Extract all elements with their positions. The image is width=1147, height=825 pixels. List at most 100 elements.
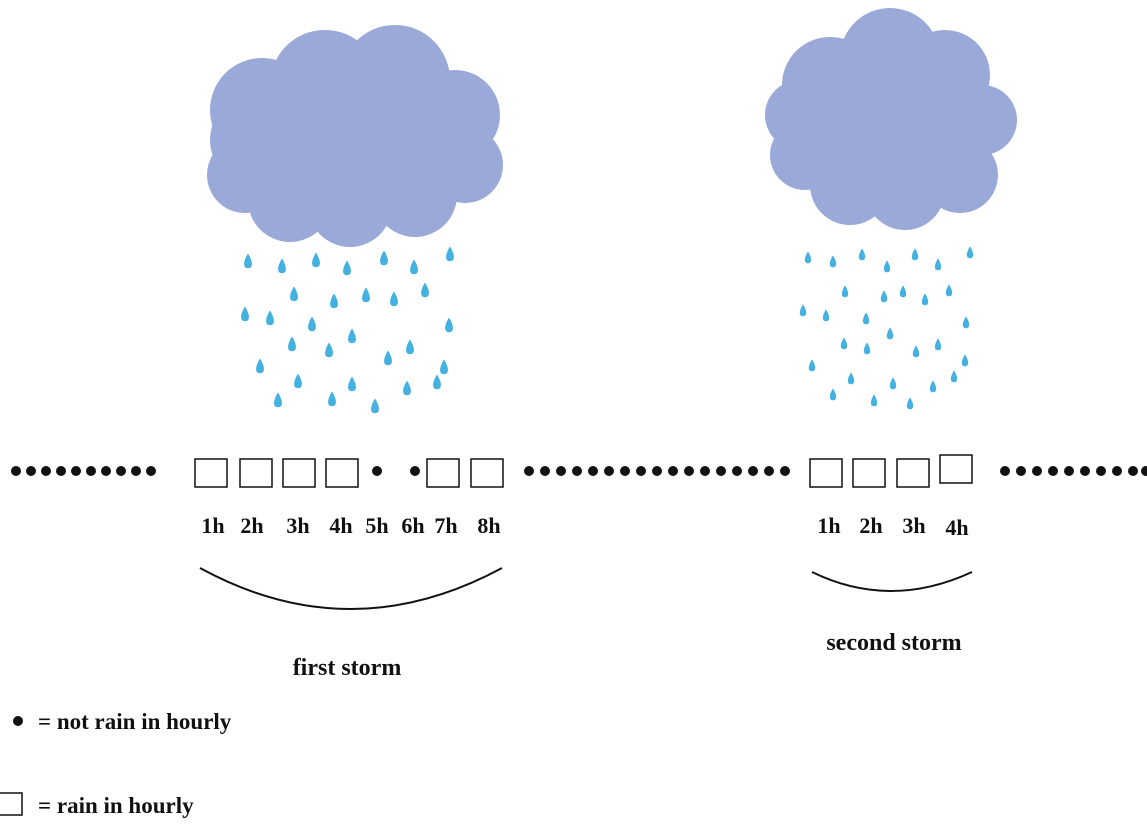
dry-hour-dot [41,466,51,476]
dry-hour-dot [101,466,111,476]
raindrop-icon [886,327,894,340]
raindrop-icon [433,374,441,390]
second-storm-hour-labels: 1h 2h 3h 4h [817,513,968,540]
raindrop-icon [290,286,298,302]
dry-hour-dot [780,466,790,476]
raindrop-icon [445,317,453,333]
raindrop-icon [440,359,448,375]
dry-hour-dot [26,466,36,476]
dry-hour-dot [764,466,774,476]
raindrop-icon [241,306,249,322]
hour-label: 5h [365,513,388,538]
raindrop-icon [348,376,356,392]
rain-hour-box [426,458,460,488]
first-storm-brace [199,567,503,610]
raindrop-icon [325,342,333,358]
dry-hour-dot [1064,466,1074,476]
dry-hour-dot [71,466,81,476]
raindrop-icon [403,380,411,396]
raindrop-icon [380,250,388,266]
hour-label: 4h [329,513,352,538]
raindrop-icon [266,310,274,326]
raindrop-icon [961,354,969,367]
legend: = not rain in hourly = rain in hourly [0,709,232,818]
dry-hour-dot [748,466,758,476]
timeline [11,454,1147,488]
dry-hour-dot [572,466,582,476]
raindrop-icon [950,370,958,383]
legend-rain-label: = rain in hourly [38,793,194,818]
rain-hour-box [852,458,886,488]
dry-hour-dot [524,466,534,476]
raindrop-icon [966,246,974,259]
raindrop-icon [911,248,919,261]
raindrop-icon [278,258,286,274]
dry-hour-dot [684,466,694,476]
raindrop-icon [330,293,338,309]
dry-hour-dot [1048,466,1058,476]
dry-hour-dot [716,466,726,476]
dry-hour-dot [604,466,614,476]
dry-hour-dot [732,466,742,476]
raindrop-icon [421,282,429,298]
raindrop-icon [362,287,370,303]
raindrop-icon [274,392,282,408]
rain-hour-box [939,454,973,484]
dry-hour-dot [620,466,630,476]
dry-hour-dot [1016,466,1026,476]
raindrop-icon [862,312,870,325]
rain-hour-box [239,458,273,488]
raindrop-icon [804,251,812,264]
dry-hour-dot [700,466,710,476]
dry-hour-dot [56,466,66,476]
dry-hour-dot [556,466,566,476]
rain-hour-box [325,458,359,488]
raindrop-icon [829,255,837,268]
raindrop-icon [256,358,264,374]
raindrop-icon [870,394,878,407]
raindrop-icon [308,316,316,332]
dry-hour-dot [86,466,96,476]
first-cloud-icon [207,25,503,247]
first-storm-label: first storm [293,655,402,681]
raindrop-icon [899,285,907,298]
dry-hour-dot [1141,466,1147,476]
raindrop-icon [244,253,252,269]
raindrop-icon [889,377,897,390]
dry-hour-dot [588,466,598,476]
raindrop-icon [808,359,816,372]
dry-hour-dot [652,466,662,476]
raindrop-icon [962,316,970,329]
raindrop-icon [906,397,914,410]
rain-hour-box [194,458,228,488]
raindrop-icon [945,284,953,297]
dry-hour-dot [1000,466,1010,476]
raindrop-icon [343,260,351,276]
raindrop-icon [912,345,920,358]
hour-label: 2h [240,513,263,538]
second-storm-label: second storm [826,630,961,656]
dry-hour-dot [11,466,21,476]
dry-hour-dot [1032,466,1042,476]
rain-hour-box [809,458,843,488]
dry-hour-dot [1128,466,1138,476]
raindrop-icon [410,259,418,275]
dry-hour-dot [1112,466,1122,476]
raindrop-icon [921,293,929,306]
dry-hour-dot [668,466,678,476]
rain-hour-box [896,458,930,488]
dry-hour-dot [116,466,126,476]
raindrop-icon [384,350,392,366]
raindrop-icon [312,252,320,268]
raindrop-icon [446,246,454,262]
raindrop-icon [294,373,302,389]
dry-hour-dot [146,466,156,476]
raindrop-icon [799,304,807,317]
dry-hour-dot [372,466,382,476]
hour-label: 3h [902,513,925,538]
hour-label: 8h [477,513,500,538]
raindrop-icon [880,290,888,303]
raindrop-icon [840,337,848,350]
clouds [207,8,1017,247]
